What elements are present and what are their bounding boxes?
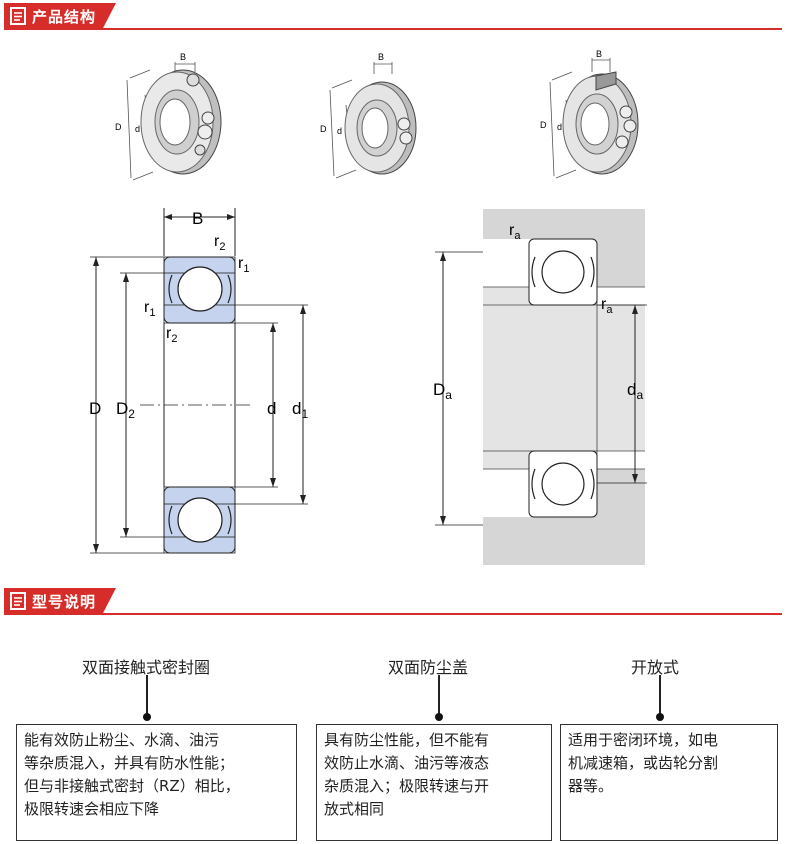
label-D: D [89,399,101,418]
type-name-open: 开放式 [631,658,680,677]
thumb-2-D-label: D [320,124,327,134]
mounting-drawing: Da da ra ra [433,209,647,565]
desc-box-contact-seal: 能有效防止粉尘、水滴、油污 等杂质混入，并具有防水性能； 但与非接触式密封（RZ… [16,724,297,841]
header-underline [4,28,782,30]
connector-line [438,675,440,717]
connector-line [659,675,661,717]
label-r2-top: r2 [214,233,225,253]
desc-line: 器等。 [568,777,614,795]
label-r1-top: r1 [238,255,249,275]
bearing-thumbnail-2: B D d [320,52,417,179]
thumb-3-B-label: B [596,50,602,59]
label-ra-top: ra [509,222,521,242]
label-d1: d1 [292,399,308,421]
label-da: da [627,380,643,402]
document-icon [10,7,26,25]
connector-line [146,675,148,717]
type-name-dust-shield: 双面防尘盖 [388,658,469,677]
desc-line: 等杂质混入，并具有防水性能； [24,754,235,772]
desc-line: 但与非接触式密封（RZ）相比， [24,777,240,795]
thumb-1-D-label: D [115,122,122,132]
type-name-contact-seal: 双面接触式密封圈 [82,658,211,677]
connector-dot [435,713,443,721]
header-underline [4,613,782,615]
desc-line: 机减速箱，或齿轮分割 [568,754,719,772]
desc-line: 杂质混入；极限转速与开 [324,777,490,795]
thumb-1-d-label: d [135,124,140,134]
label-B: B [192,209,203,228]
bearing-thumbnail-1: B D d [115,52,222,181]
label-Da: Da [433,380,452,402]
thumb-2-B-label: B [378,52,384,62]
thumb-2-d-label: d [337,126,342,136]
desc-line: 极限转速会相应下降 [24,800,160,818]
thumb-3-d-label: d [557,122,562,132]
desc-line: 效防止水滴、油污等液态 [324,754,490,772]
bearing-thumbnail-3: B D d [540,50,639,179]
document-icon [10,592,26,610]
connector-dot [143,713,151,721]
label-D2: D2 [116,399,135,421]
section-title-models: 型号说明 [32,593,97,611]
thumb-3-D-label: D [540,120,547,130]
bearing-section-drawing: B D D2 d d1 r2 r1 r1 r2 [89,208,308,554]
desc-box-open: 适用于密闭环境，如电 机减速箱，或齿轮分割 器等。 [560,724,778,841]
desc-line: 具有防尘性能，但不能有 [324,731,490,749]
section-header-models: 型号说明 [0,585,788,617]
thumb-1-B-label: B [180,52,186,62]
section-header-structure: 产品结构 [0,0,788,32]
label-r1-mid: r1 [144,299,155,319]
section-title-structure: 产品结构 [32,8,97,26]
desc-line: 适用于密闭环境，如电 [568,731,719,749]
label-r2-mid: r2 [166,325,177,345]
desc-line: 放式相同 [324,800,385,818]
connector-dot [656,713,664,721]
label-d: d [267,399,276,418]
label-ra-mid: ra [601,296,613,316]
desc-box-dust-shield: 具有防尘性能，但不能有 效防止水滴、油污等液态 杂质混入；极限转速与开 放式相同 [316,724,552,841]
desc-line: 能有效防止粉尘、水滴、油污 [24,731,220,749]
